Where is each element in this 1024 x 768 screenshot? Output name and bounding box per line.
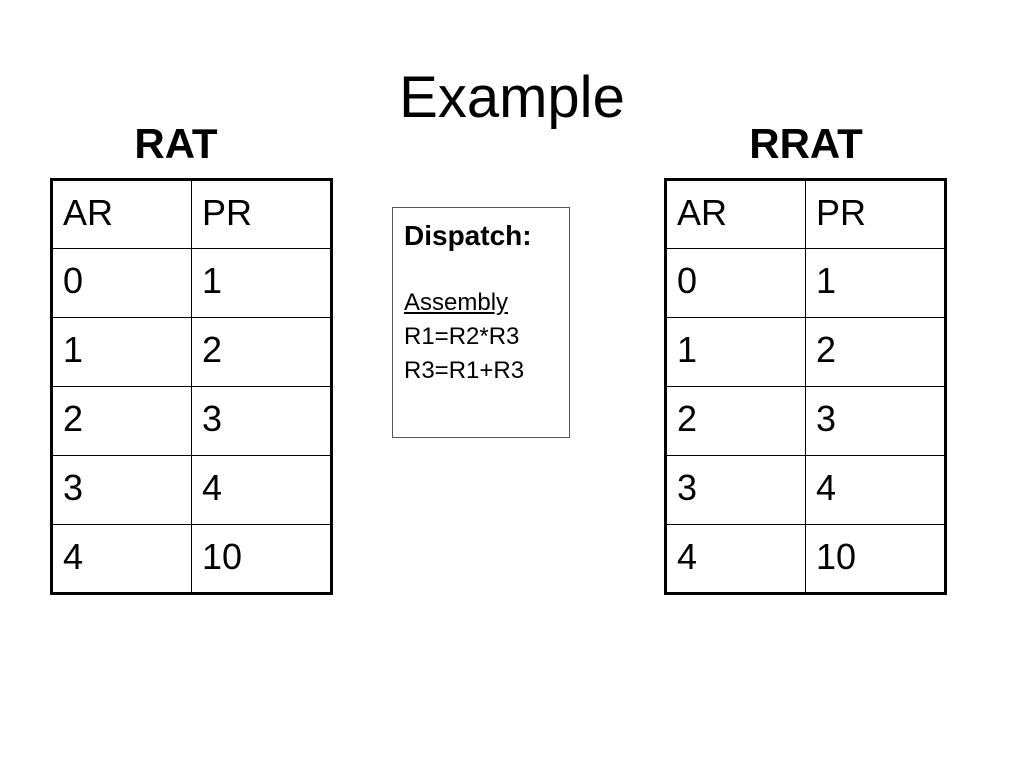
assembly-label: Assembly [404,289,509,316]
table-cell-pr: 10 [191,524,332,594]
table-row: 3 4 [51,455,332,525]
table-cell-ar: 2 [51,386,192,456]
column-header-ar: AR [51,179,192,249]
table-row: 2 3 [51,386,332,456]
rat-heading: RAT [134,120,218,167]
table-row: 0 1 [665,248,946,318]
table-cell-ar: 3 [51,455,192,525]
dispatch-box: Dispatch: Assembly R1=R2*R3 R3=R1+R3 [392,207,570,438]
table-cell-ar: 2 [665,386,806,456]
table-cell-pr: 10 [805,524,946,594]
table-header-row: AR PR [665,179,946,249]
table-cell-pr: 1 [191,248,332,318]
table-header-row: AR PR [51,179,332,249]
column-header-pr: PR [805,179,946,249]
column-header-ar: AR [665,179,806,249]
table-cell-ar: 0 [665,248,806,318]
rat-table: AR PR 0 1 1 2 2 3 3 4 4 10 [50,178,333,595]
table-cell-ar: 0 [51,248,192,318]
dispatch-heading: Dispatch: [404,220,532,251]
table-cell-pr: 4 [805,455,946,525]
spacer [404,254,569,286]
table-row: 4 10 [665,524,946,594]
table-cell-ar: 1 [665,317,806,387]
rrat-table: AR PR 0 1 1 2 2 3 3 4 4 10 [664,178,947,595]
table-cell-pr: 1 [805,248,946,318]
table-row: 1 2 [51,317,332,387]
table-row: 4 10 [51,524,332,594]
column-header-pr: PR [191,179,332,249]
table-cell-pr: 2 [191,317,332,387]
table-cell-ar: 1 [51,317,192,387]
table-row: 3 4 [665,455,946,525]
rrat-heading: RRAT [749,120,863,167]
instruction-line: R1=R2*R3 [404,323,520,350]
table-cell-ar: 4 [665,524,806,594]
table-cell-pr: 3 [191,386,332,456]
slide-title: Example [399,65,625,130]
instruction-line: R3=R1+R3 [404,357,525,384]
table-row: 0 1 [51,248,332,318]
table-cell-pr: 2 [805,317,946,387]
table-row: 2 3 [665,386,946,456]
table-cell-ar: 4 [51,524,192,594]
table-cell-pr: 4 [191,455,332,525]
table-row: 1 2 [665,317,946,387]
table-cell-pr: 3 [805,386,946,456]
table-cell-ar: 3 [665,455,806,525]
